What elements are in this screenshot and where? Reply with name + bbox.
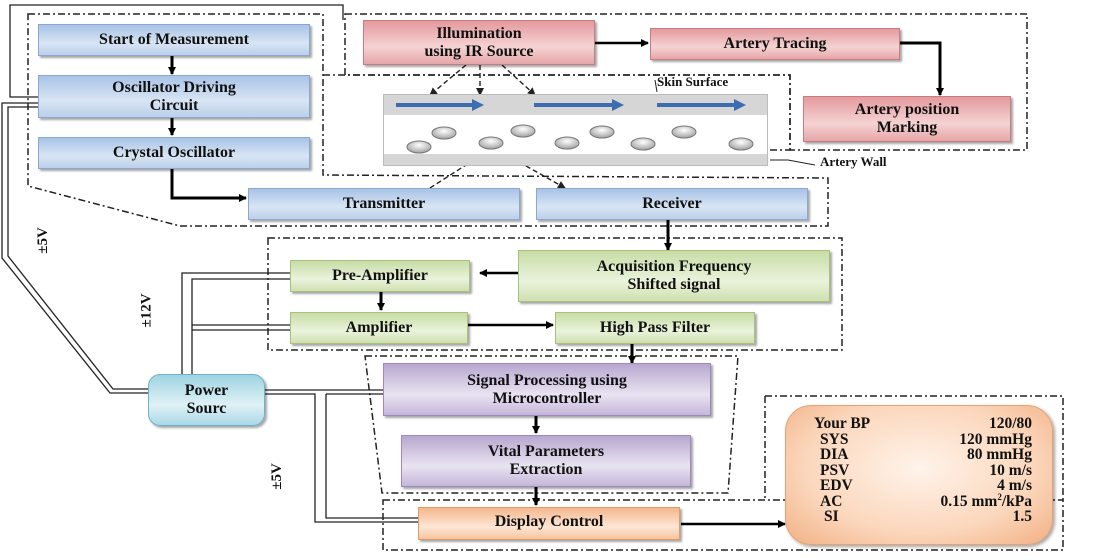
result-key: Your BP: [814, 415, 871, 432]
label-artery-wall: Artery Wall: [820, 154, 887, 169]
result-value: 4 m/s: [997, 477, 1032, 494]
blood-cell-icon: [431, 126, 457, 140]
block-transmitter: Transmitter: [248, 188, 520, 220]
result-value-main: 0.15 mm: [940, 492, 998, 510]
result-key: SYS: [820, 430, 849, 448]
block-acquisition-frequency: Acquisition Frequency Shifted signal: [518, 250, 830, 302]
block-illumination-ir: Illumination using IR Source: [363, 20, 595, 65]
block-power-source: Power Sourc: [148, 374, 265, 426]
result-row-dia: DIA 80 mmHg: [814, 447, 1032, 463]
blood-cell-icon: [589, 125, 615, 139]
block-acquisition-line1: Acquisition Frequency: [596, 258, 752, 275]
flow-arrow-icon: [396, 99, 484, 111]
block-artery-tracing: Artery Tracing: [650, 28, 900, 60]
block-crystal-oscillator: Crystal Oscillator: [38, 137, 310, 169]
block-amplifier: Amplifier: [290, 312, 468, 344]
result-value: 120/80: [988, 415, 1032, 432]
blood-cell-icon: [406, 140, 432, 154]
result-key: SI: [824, 508, 839, 525]
block-artery-marking-line2: Marking: [876, 119, 938, 136]
result-value: 1.5: [1012, 508, 1032, 525]
result-row-ac: AC 0.15 mm2/kPa: [814, 491, 1032, 510]
block-oscillator-driving-line1: Oscillator Driving: [112, 78, 236, 96]
group-processing-outline: [364, 355, 739, 494]
block-signal-processing: Signal Processing using Microcontroller: [383, 363, 711, 416]
result-value-superscript: 2: [997, 491, 1002, 502]
result-row-si: SI 1.5: [814, 509, 1032, 525]
group-skin-outline: [323, 74, 791, 151]
result-row-bp: Your BP 120/80: [814, 416, 1032, 432]
block-vital-parameters: Vital Parameters Extraction: [401, 435, 691, 487]
block-signal-processing-line1: Signal Processing using: [467, 371, 627, 389]
blood-cell-icon: [510, 124, 536, 138]
flow-arrows: [396, 99, 746, 111]
block-pre-amplifier: Pre-Amplifier: [290, 260, 470, 292]
block-start-measurement: Start of Measurement: [38, 24, 310, 56]
block-oscillator-driving-circuit: Oscillator Driving Circuit: [38, 75, 310, 118]
result-key: EDV: [820, 477, 853, 494]
result-row-psv: PSV 10 m/s: [814, 461, 1032, 479]
result-key: AC: [820, 492, 843, 510]
block-power-line2: Sourc: [186, 400, 227, 417]
block-receiver: Receiver: [536, 188, 808, 220]
result-value: 10 m/s: [989, 461, 1032, 479]
label-voltage-12v: ±12V: [138, 293, 155, 328]
blood-cell-icon: [671, 125, 697, 139]
block-power-line1: Power: [184, 382, 229, 399]
block-illumination-line2: using IR Source: [424, 42, 534, 60]
block-display-control: Display Control: [418, 507, 680, 540]
artery-wall-layer: [384, 154, 767, 165]
block-vital-line1: Vital Parameters: [487, 443, 605, 460]
result-row-edv: EDV 4 m/s: [814, 478, 1032, 494]
block-acquisition-line2: Shifted signal: [627, 276, 721, 293]
flow-arrow-icon: [657, 99, 746, 111]
result-row-sys: SYS 120 mmHg: [814, 430, 1032, 448]
block-artery-position-marking: Artery position Marking: [803, 96, 1011, 142]
block-illumination-line1: Illumination: [436, 24, 522, 42]
label-skin-surface: Skin Surface: [657, 74, 729, 89]
result-value: 0.15 mm2/kPa: [940, 491, 1032, 510]
block-high-pass-filter: High Pass Filter: [555, 312, 755, 344]
block-vital-line2: Extraction: [509, 461, 583, 478]
group-amplifier-outline: [267, 237, 843, 351]
skin-artery-illustration: [383, 94, 768, 166]
label-voltage-5v-top: ±5V: [34, 227, 51, 254]
result-key: PSV: [820, 461, 850, 479]
flow-arrow-icon: [534, 99, 624, 111]
blood-flow-graphic: [396, 99, 754, 154]
result-value-unit: /kPa: [1001, 492, 1032, 510]
group-oscillator-outline: [27, 13, 829, 227]
block-signal-processing-line2: Microcontroller: [492, 389, 602, 407]
result-panel: Your BP 120/80 SYS 120 mmHg DIA 80 mmHg …: [785, 405, 1053, 545]
block-oscillator-driving-line2: Circuit: [149, 96, 199, 114]
label-voltage-5v-bottom: ±5V: [268, 463, 285, 490]
blood-cell-icon: [554, 136, 580, 150]
block-artery-marking-line1: Artery position: [854, 101, 960, 118]
blood-cell-icon: [478, 136, 504, 150]
result-value: 120 mmHg: [959, 430, 1032, 448]
result-value: 80 mmHg: [966, 446, 1032, 463]
blood-cell-icon: [728, 137, 754, 151]
result-key: DIA: [820, 446, 849, 463]
blood-cell-icon: [630, 137, 656, 151]
